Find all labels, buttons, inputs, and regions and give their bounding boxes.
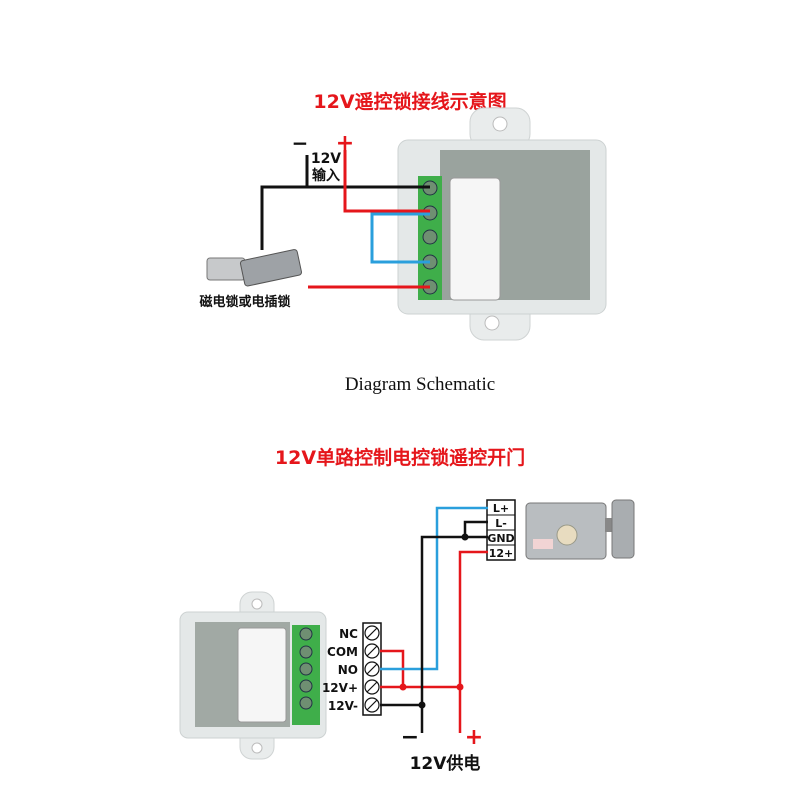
relay-terminal-block [362, 622, 382, 716]
supply-label: 12V供电 [410, 753, 481, 774]
lock-terminal-l-plus: L+ [493, 502, 509, 515]
relay-module-bottom [179, 591, 327, 760]
wire-black [260, 185, 430, 250]
supply-minus: − [401, 725, 419, 750]
terminal-label-no: NO [338, 663, 358, 677]
minus-sign: − [292, 131, 309, 155]
top-title: 12V遥控锁接线示意图 [313, 90, 506, 113]
lock-terminal-gnd: GND [487, 532, 514, 545]
terminal-label-nc: NC [339, 627, 358, 641]
plus-sign: + [336, 131, 354, 156]
lock-label: 磁电锁或电插锁 [199, 294, 290, 310]
module-label-panel [449, 177, 501, 301]
lock-terminal-l-minus: L- [495, 517, 507, 530]
terminal-label-com: COM [327, 645, 358, 659]
magnetic-lock-image [206, 249, 302, 287]
wire-black-gnd [420, 535, 488, 733]
relay-module-top [397, 107, 607, 341]
lock-terminal-12-plus: 12+ [489, 547, 514, 560]
wire-blue-no [380, 506, 488, 671]
lock-terminal-block [486, 499, 516, 561]
top-wires [260, 150, 430, 289]
wire-red [343, 150, 430, 213]
terminal-label-12v-minus: 12V- [328, 699, 358, 713]
wire-black-l-minus [463, 520, 488, 537]
junction-dots [399, 533, 469, 709]
wire-red-supply [458, 550, 488, 733]
bottom-title: 12V单路控制电控锁遥控开门 [275, 446, 525, 469]
caption: Diagram Schematic [345, 374, 495, 395]
bottom-wires [380, 506, 488, 733]
input-label: 输入 [312, 167, 340, 184]
wire-blue [370, 212, 430, 264]
terminal-label-12v-plus: 12V+ [322, 681, 358, 695]
electric-lock-image [525, 499, 635, 560]
wire-red-com [380, 649, 405, 687]
input-voltage: 12V [311, 151, 341, 167]
supply-plus: + [465, 725, 483, 750]
